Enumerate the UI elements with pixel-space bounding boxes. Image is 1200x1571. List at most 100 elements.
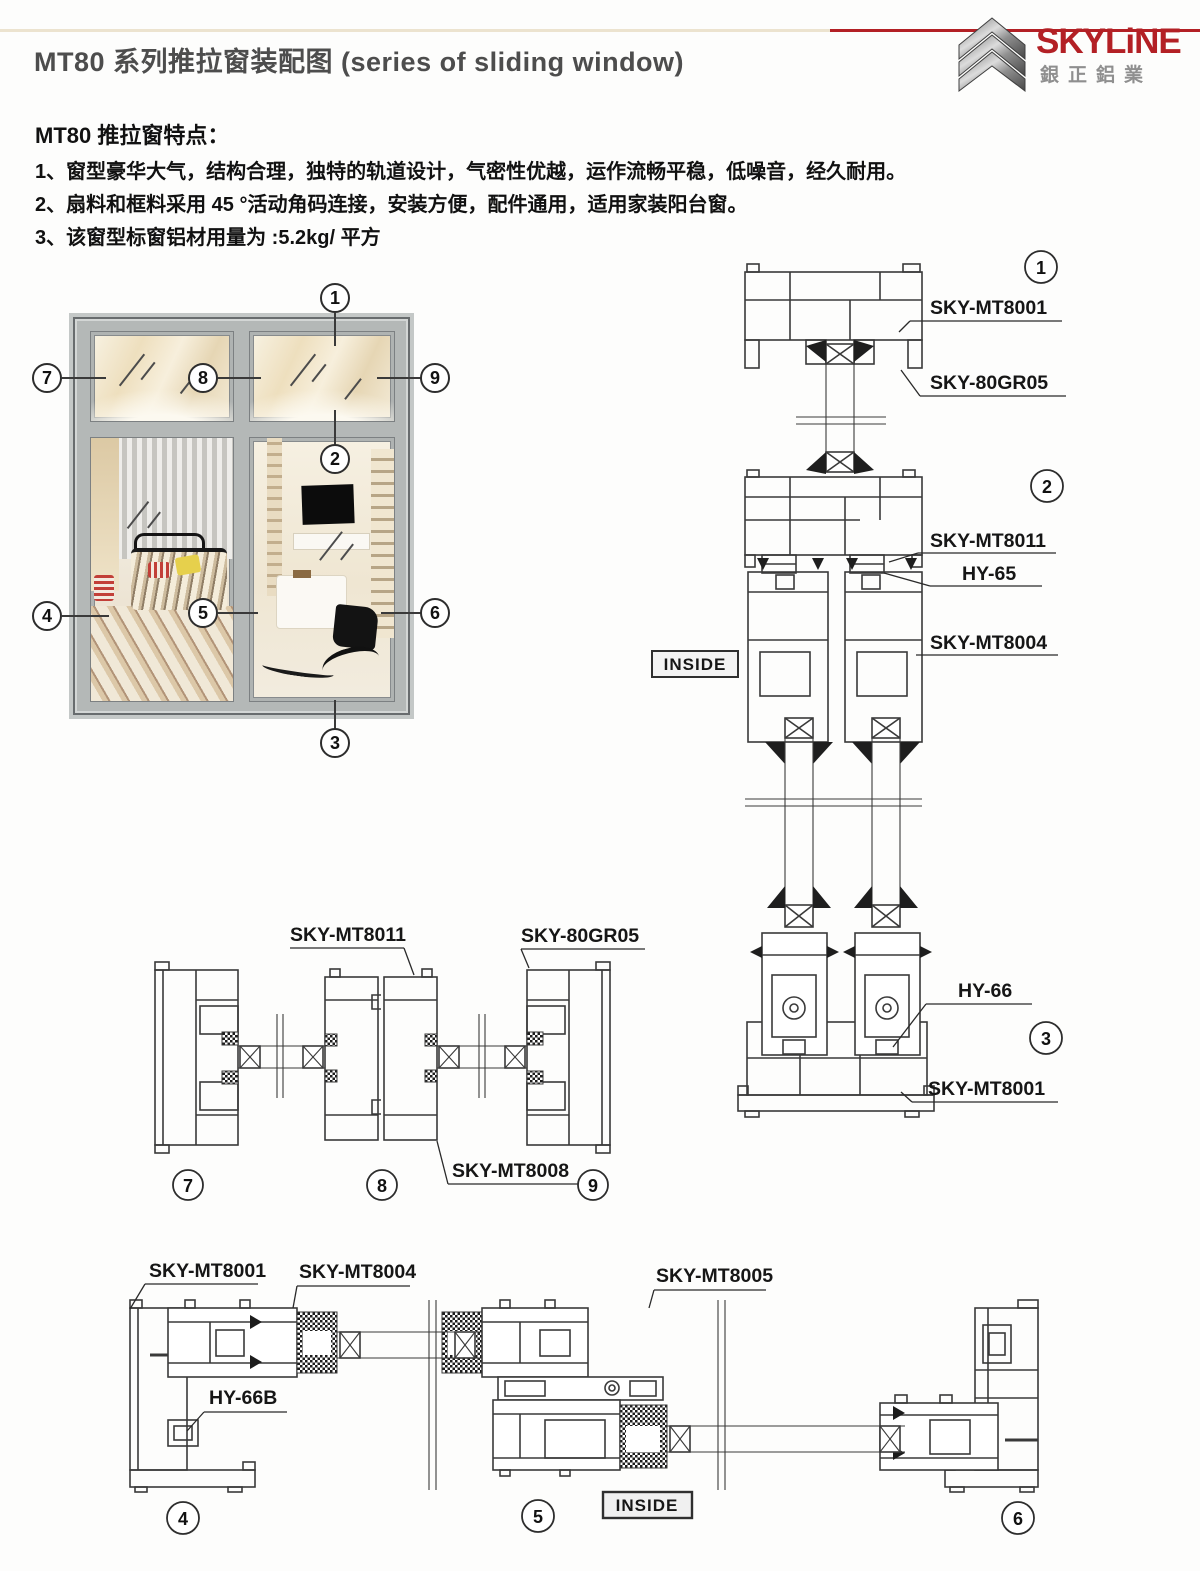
- sash-bottom-rails: [750, 932, 932, 1056]
- transom-profile: [744, 469, 923, 590]
- tv-screen: [301, 484, 355, 526]
- left-jamb-profile: [154, 961, 239, 1154]
- bottom-horizontal-section-drawing: INSIDE SKY-MT8001 SKY-MT8004 SKY-MT8005 …: [129, 1260, 1039, 1535]
- side-curtain: [91, 438, 120, 591]
- feature-item-1: 1、窗型豪华大气，结构合理，独特的轨道设计，气密性优越，运作流畅平稳，低噪音，经…: [35, 161, 907, 183]
- red-striped-pillow: [147, 561, 170, 578]
- section-callout-3: 3: [1029, 1021, 1063, 1055]
- label-hy-66: HY-66: [958, 980, 1012, 1002]
- window-pane-top-right: [249, 331, 395, 422]
- shelf-texture: [370, 448, 394, 638]
- svg-text:3: 3: [1041, 1029, 1051, 1049]
- callout-7: 7: [32, 363, 62, 393]
- callout-3: 3: [320, 728, 350, 758]
- feature-item-3: 3、该窗型标窗铝材用量为 :5.2kg/ 平方: [35, 227, 381, 249]
- mid-lower-sash-profile-b: [492, 1399, 668, 1477]
- page-title: MT80 系列推拉窗装配图 (series of sliding window): [34, 47, 685, 77]
- section-callout-4: 4: [166, 1501, 200, 1535]
- red-striped-pillow: [93, 574, 114, 601]
- label-sky-mt8001-bottom: SKY-MT8001: [928, 1078, 1045, 1100]
- roller-wheel: [875, 996, 899, 1020]
- brand-name: SKYLiNE: [1036, 22, 1182, 61]
- vertical-section-drawing: INSIDE SKY-MT8001 SKY-80GR05 SKY-MT8011 …: [651, 250, 1066, 1118]
- svg-text:7: 7: [183, 1176, 193, 1196]
- label-sky-mt8008: SKY-MT8008: [452, 1160, 569, 1182]
- inside-label-box-b: INSIDE: [601, 1490, 694, 1520]
- callout-line-5: [218, 612, 258, 614]
- head-frame-profile: [744, 263, 923, 369]
- window-illustration: [73, 317, 410, 715]
- skyline-logo-icon: [958, 17, 1026, 92]
- upper-glass: [796, 340, 886, 474]
- glass-bottom-ends: [767, 886, 918, 928]
- callout-5: 5: [188, 598, 218, 628]
- callout-line-9: [377, 377, 421, 379]
- svg-text:5: 5: [533, 1507, 543, 1527]
- callout-line-2: [334, 410, 336, 445]
- label-sky-mt8001-top: SKY-MT8001: [930, 297, 1047, 319]
- callout-line-6: [381, 612, 421, 614]
- window-pane-bottom-right: [249, 437, 395, 702]
- middle-horizontal-section-drawing: SKY-MT8011 SKY-80GR05 SKY-MT8008 7 8 9: [154, 924, 645, 1201]
- callout-2: 2: [320, 444, 350, 474]
- glass-runs-b: [337, 1300, 905, 1490]
- features-block: MT80 推拉窗特点： 1、窗型豪华大气，结构合理，独特的轨道设计，气密性优越，…: [35, 118, 965, 255]
- overlap-lock-row-b: [497, 1376, 664, 1401]
- svg-text:6: 6: [1013, 1509, 1023, 1529]
- inside-label-box: INSIDE: [651, 650, 739, 678]
- section-callout-6: 6: [1001, 1501, 1035, 1535]
- features-heading: MT80 推拉窗特点：: [35, 123, 230, 148]
- section-callout-5: 5: [521, 1499, 555, 1533]
- features-list: 1、窗型豪华大气，结构合理，独特的轨道设计，气密性优越，运作流畅平稳，低噪音，经…: [35, 156, 965, 255]
- callout-4: 4: [32, 601, 62, 631]
- glass-reflection-mark: [311, 363, 327, 383]
- label-sky-mt8001-b: SKY-MT8001: [149, 1260, 266, 1282]
- svg-text:2: 2: [1042, 477, 1052, 497]
- glass-reflection-mark: [344, 378, 362, 400]
- sash-top-rails: [747, 571, 923, 764]
- brand-subtitle: 銀正鋁業: [1040, 65, 1153, 86]
- inside-label-b: INSIDE: [616, 1496, 679, 1515]
- section-callout-9: 9: [577, 1169, 609, 1201]
- glass-run-left: [238, 1014, 325, 1098]
- books: [293, 569, 312, 578]
- glass-run-right: [437, 1014, 527, 1098]
- label-hy-66b: HY-66B: [209, 1387, 277, 1409]
- label-sky-mt8011-h: SKY-MT8011: [290, 924, 406, 946]
- dark-chair-silhouette: [331, 604, 379, 651]
- header-rule-accent: [830, 29, 1200, 32]
- floor-marble-scribble: [319, 641, 383, 687]
- label-sky-mt8004-b: SKY-MT8004: [299, 1261, 416, 1283]
- feature-item-2: 2、扇料和框料采用 45 °活动角码连接，安装方便，配件通用，适用家装阳台窗。: [35, 194, 748, 216]
- glass-reflection-mark: [118, 353, 146, 387]
- label-sky-80gr05-h: SKY-80GR05: [521, 925, 639, 947]
- pillar-texture: [267, 438, 282, 596]
- glass-reflection-mark: [140, 361, 156, 381]
- label-sky-80gr05: SKY-80GR05: [930, 372, 1048, 394]
- section-callout-2: 2: [1030, 469, 1064, 503]
- callout-9: 9: [420, 363, 450, 393]
- left-sash-profile-b: [167, 1299, 338, 1378]
- label-sky-mt8004: SKY-MT8004: [930, 632, 1047, 654]
- callout-line-3: [334, 700, 336, 729]
- right-jamb-profile: [526, 961, 611, 1154]
- sash-glass: [745, 738, 922, 905]
- section-callout-7: 7: [172, 1169, 204, 1201]
- roller-wheel: [782, 996, 806, 1020]
- callout-line-8: [218, 377, 261, 379]
- section-callout-8: 8: [366, 1169, 398, 1201]
- section-callout-1: 1: [1024, 250, 1058, 284]
- label-sky-mt8011: SKY-MT8011: [930, 530, 1046, 552]
- callout-6: 6: [420, 598, 450, 628]
- window-pane-top-left: [90, 331, 234, 422]
- svg-text:4: 4: [178, 1509, 188, 1529]
- svg-text:9: 9: [588, 1176, 598, 1196]
- window-pane-bottom-left: [90, 437, 234, 702]
- svg-text:1: 1: [1036, 258, 1046, 278]
- svg-text:8: 8: [377, 1176, 387, 1196]
- callout-8: 8: [188, 363, 218, 393]
- callout-line-4: [62, 615, 109, 617]
- label-sky-mt8005: SKY-MT8005: [656, 1265, 773, 1287]
- inside-label: INSIDE: [664, 655, 727, 674]
